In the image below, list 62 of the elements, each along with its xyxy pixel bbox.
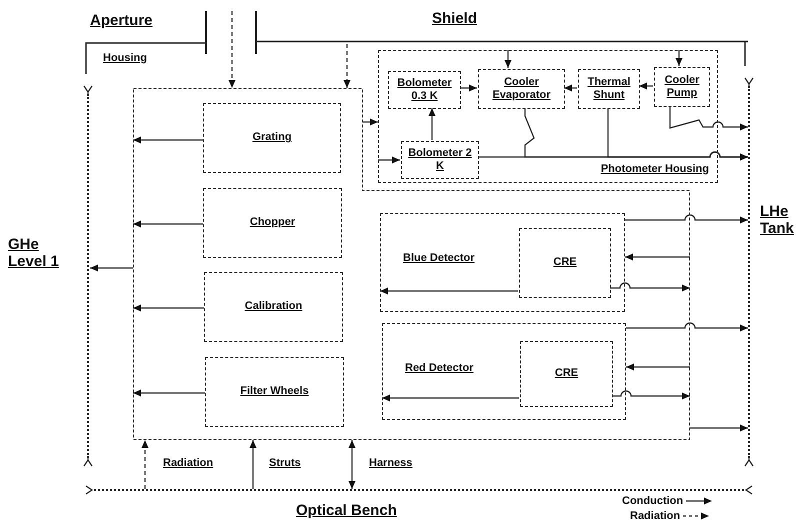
optical-bench-line [94, 489, 744, 492]
arrow [133, 220, 203, 228]
arrow [428, 108, 436, 140]
dashed-arrow [228, 11, 236, 88]
thermal-sink-line [87, 94, 90, 458]
component-box: Bolometer 0.3 K [388, 71, 461, 109]
line-label: LHe Tank [760, 203, 795, 238]
arrow [504, 50, 512, 68]
component-label: Blue Detector [403, 252, 475, 266]
arrow [133, 390, 205, 396]
line-label: Aperture [90, 12, 154, 30]
arrow [626, 322, 748, 332]
arrow [626, 364, 690, 370]
arrow [380, 288, 518, 294]
component-label: Red Detector [405, 362, 474, 376]
arrow [378, 156, 400, 164]
arrow [524, 108, 748, 160]
legend-label: Radiation [630, 510, 680, 522]
arrow [625, 214, 748, 224]
arrow [639, 82, 653, 90]
edge-label: Harness [368, 457, 414, 469]
arrow [676, 50, 682, 66]
arrow [460, 84, 477, 92]
arrow [625, 254, 690, 260]
line-label: GHe Level 1 [8, 236, 60, 270]
component-box: Calibration [204, 272, 343, 342]
component-box: Chopper [203, 188, 342, 258]
shield-line [256, 39, 748, 44]
arrow [133, 136, 203, 144]
double-arrow [348, 440, 356, 489]
dashed-arrow [344, 44, 350, 88]
photometer-housing-box [378, 50, 718, 183]
component-box: CRE [519, 228, 611, 298]
arrow [382, 394, 519, 402]
component-box: Cooler Evaporator [478, 69, 565, 109]
component-box: Grating [203, 103, 341, 173]
legend-label: Conduction [622, 495, 684, 507]
edge-label: Struts [268, 457, 302, 469]
thermal-sink-line [748, 86, 751, 458]
component-box: Cooler Pump [654, 67, 710, 107]
detector-box [380, 213, 625, 312]
edge-label: Radiation [162, 457, 214, 469]
arrow [564, 84, 577, 92]
component-label: Photometer Housing [600, 162, 709, 176]
detector-box [382, 323, 626, 420]
component-box: CRE [520, 341, 613, 407]
region-label: Housing [103, 52, 147, 64]
arrow [690, 424, 748, 432]
line-label: Shield [432, 10, 478, 28]
arrow [250, 440, 256, 489]
dashed-arrow [142, 440, 148, 489]
arrow [610, 282, 690, 292]
line-label: Optical Bench [296, 502, 398, 520]
component-box: Thermal Shunt [578, 69, 640, 109]
component-box: Bolometer 2 K [401, 141, 479, 179]
component-box: Filter Wheels [205, 357, 344, 427]
arrow [612, 390, 690, 400]
arrow [669, 106, 748, 130]
aperture-drawing [203, 11, 259, 54]
arrow [133, 304, 204, 312]
arrow [363, 118, 378, 126]
arrow [90, 264, 133, 272]
